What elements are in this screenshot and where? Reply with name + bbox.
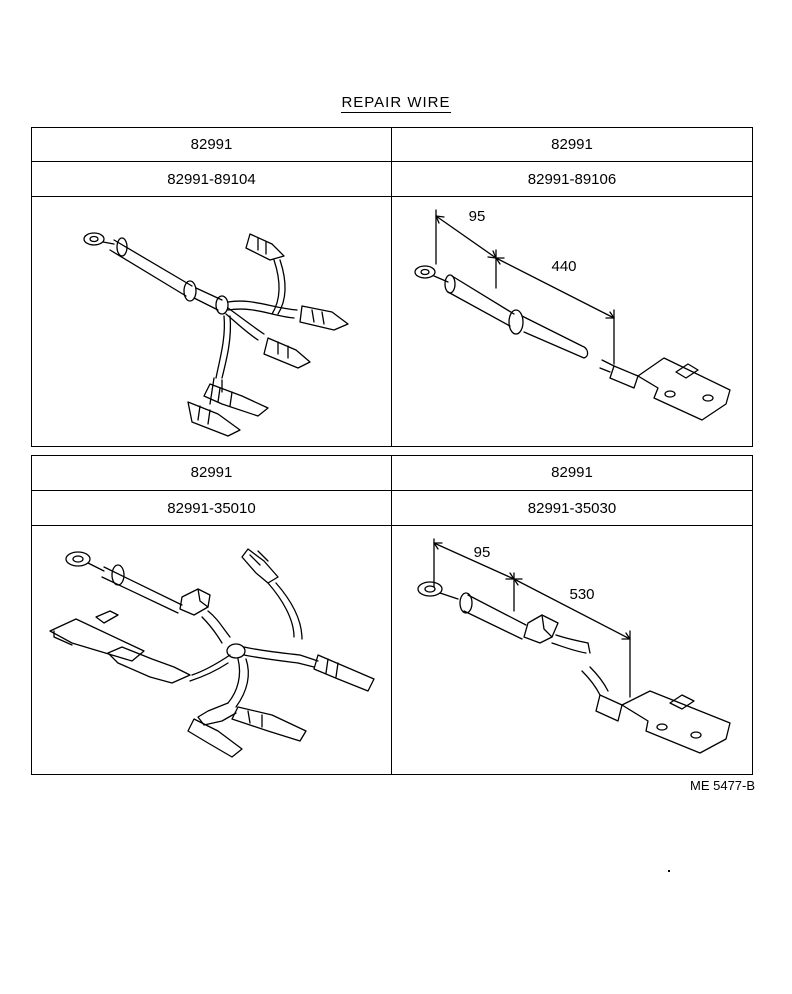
harness-illustration-89104: [83, 232, 349, 437]
dimension-label-95-bottom: 95: [473, 544, 491, 561]
part-number-bottom-right: 82991-35030: [527, 500, 617, 517]
dimension-label-95-top: 95: [468, 208, 486, 225]
part-number-top-right: 82991-89106: [527, 171, 617, 188]
dimension-label-530: 530: [569, 586, 595, 603]
group-number-bottom-left: 82991: [190, 464, 233, 481]
dimension-arrow-95: [435, 215, 497, 259]
harness-illustration-89106: [414, 209, 731, 421]
dimension-arrow-95: [433, 542, 515, 580]
group-number-bottom-right: 82991: [551, 464, 593, 481]
dimension-arrow-440: [495, 257, 615, 319]
scan-speck: [668, 870, 670, 872]
group-number-top-left: 82991: [190, 136, 233, 153]
dimension-arrow-530: [513, 578, 631, 640]
top-parts-table: 82991 82991 82991-89104 82991-89106: [31, 127, 753, 447]
dimension-label-440: 440: [551, 258, 577, 275]
harness-illustration-35030: [417, 538, 731, 754]
diagram-title: REPAIR WIRE: [341, 94, 451, 113]
bottom-parts-table: 82991 82991 82991-35010 82991-35030: [31, 455, 753, 775]
reference-code: ME 5477-B: [690, 778, 756, 793]
harness-illustration-35010: [49, 548, 375, 758]
group-number-top-right: 82991: [551, 136, 593, 153]
part-number-top-left: 82991-89104: [167, 171, 256, 188]
part-number-bottom-left: 82991-35010: [167, 500, 256, 517]
